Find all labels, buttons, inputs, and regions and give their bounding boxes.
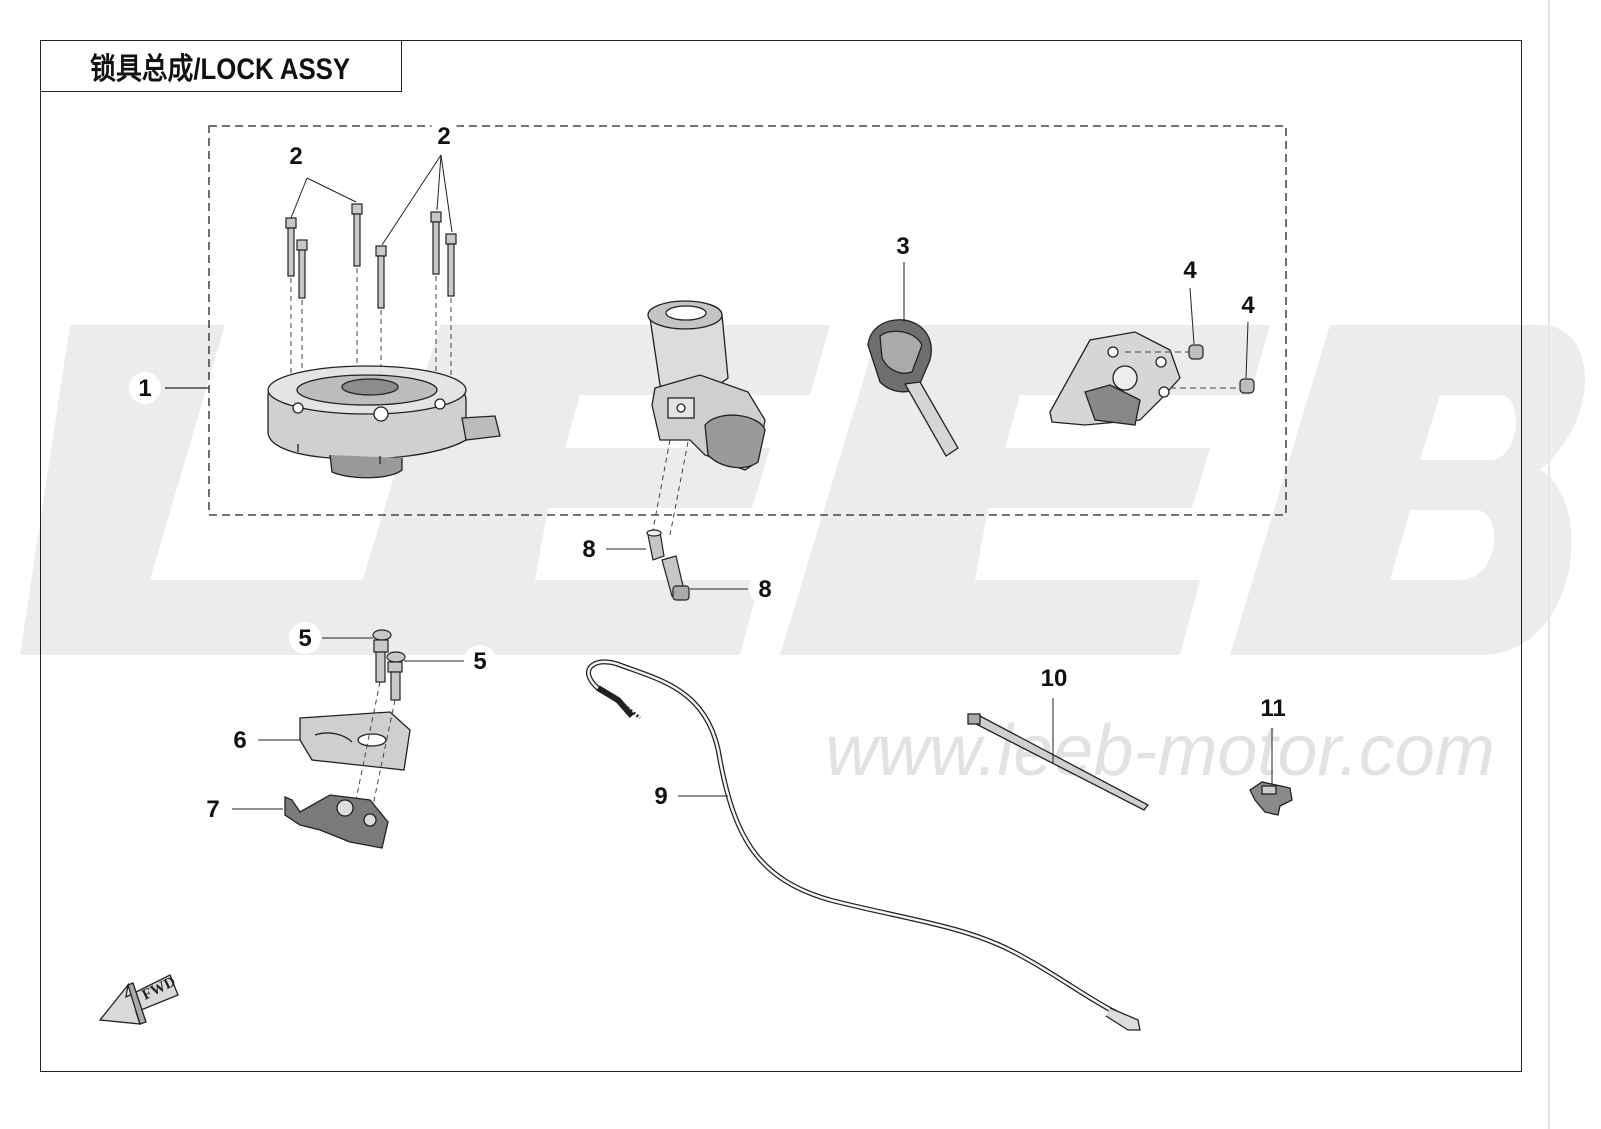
callout-bubble [573,533,605,565]
drawing-frame [40,40,1522,1072]
callout-labels: 1 2 2 3 4 4 5 5 6 7 8 8 9 10 11 [129,120,1292,825]
callout-number: 8 [758,576,771,603]
callout-bubble [428,120,460,152]
callout-number: 10 [1041,665,1068,692]
title-block: 锁具总成/LOCK ASSY [40,40,402,92]
callout-bubble [645,780,677,812]
callout-bubble [280,140,312,172]
callout-bubble [129,372,161,404]
callout-bubble [224,724,256,756]
page-title: 锁具总成/LOCK ASSY [90,52,351,86]
callout-bubble [1254,689,1292,727]
nut-alignment-lines [1125,351,1240,389]
callout-number: 1 [138,375,151,402]
screws-part-8 [646,529,690,601]
clip-part-11 [1249,781,1293,816]
callout-number: 3 [896,233,909,260]
callout-bubble [464,645,496,677]
forward-direction-arrow [98,974,179,1025]
callout-number: 11 [1260,695,1285,722]
screw-alignment-lines [651,439,689,536]
callout-bubble [197,793,229,825]
callout-bubble [749,573,781,605]
callout-number: 2 [289,143,302,170]
watermark-url: www.leeb-motor.com [825,711,1495,791]
callout-bubble [1232,289,1264,321]
seat-lock-part-7 [284,794,389,849]
bolt-alignment-lines [290,268,452,385]
bolt5-leader-lines [322,637,466,662]
bolts-part-5 [372,629,406,701]
page-edge-rule [1548,0,1550,1129]
callout-bubble [1035,659,1073,697]
cable-part-9 [586,659,1141,1031]
bolt-leader-lines [290,154,453,246]
callout-number: 4 [1183,257,1197,284]
plate-part-6 [299,711,411,771]
ignition-switch [647,300,766,471]
callout-number: 5 [473,648,486,675]
callout-number: 8 [582,536,595,563]
key-part-3 [867,319,959,457]
callout-number: 7 [206,796,219,823]
callout-bubble [887,230,919,262]
nuts-part-4 [1188,344,1255,394]
callout-bubble [289,622,321,654]
lock-bracket [1049,331,1181,426]
callout-number: 2 [437,123,450,150]
assembly-group-box [208,125,1287,516]
cable-tie-part-10 [967,713,1149,811]
bolts-part-2 [285,203,457,309]
callout-number: 6 [233,727,246,754]
nut-leader-lines [1189,287,1249,379]
callout-number: 5 [298,625,311,652]
callout-bubble [1174,254,1206,286]
callout-number: 4 [1241,292,1255,319]
plate-alignment-lines [355,681,396,811]
callout-number: 9 [654,783,667,810]
fuel-cap-lock [267,365,501,479]
